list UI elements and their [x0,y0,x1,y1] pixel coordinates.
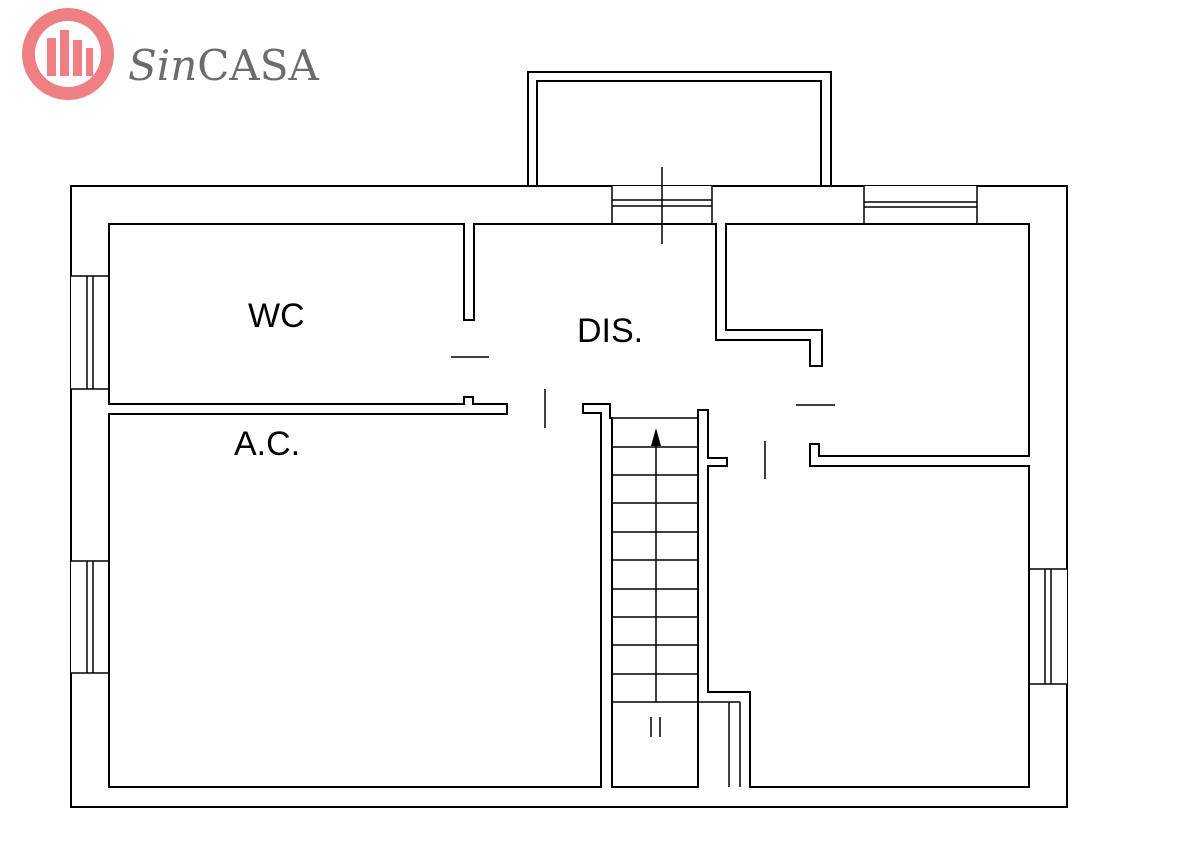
room-label-wc: WC [248,297,305,335]
logo-brand-suffix: CASA [197,41,319,90]
balcony-door [611,167,713,244]
room-label-ac: A.C. [234,425,300,463]
logo-wordmark: SinCASA [128,41,320,90]
balcony [527,71,832,186]
exterior-walls [70,185,1068,808]
left-window-ac [71,560,109,674]
left-window-wc [71,275,109,390]
right-window [1029,568,1067,685]
logo-brand-prefix: Sin [128,41,197,90]
inner-walls [108,223,1030,788]
top-right-window [863,186,978,224]
door-markers [451,356,835,479]
sincasa-logo: SinCASA [0,0,365,105]
stair-arrow-up-icon [651,428,661,446]
staircase [612,417,741,787]
room-label-dis: DIS. [577,312,643,350]
